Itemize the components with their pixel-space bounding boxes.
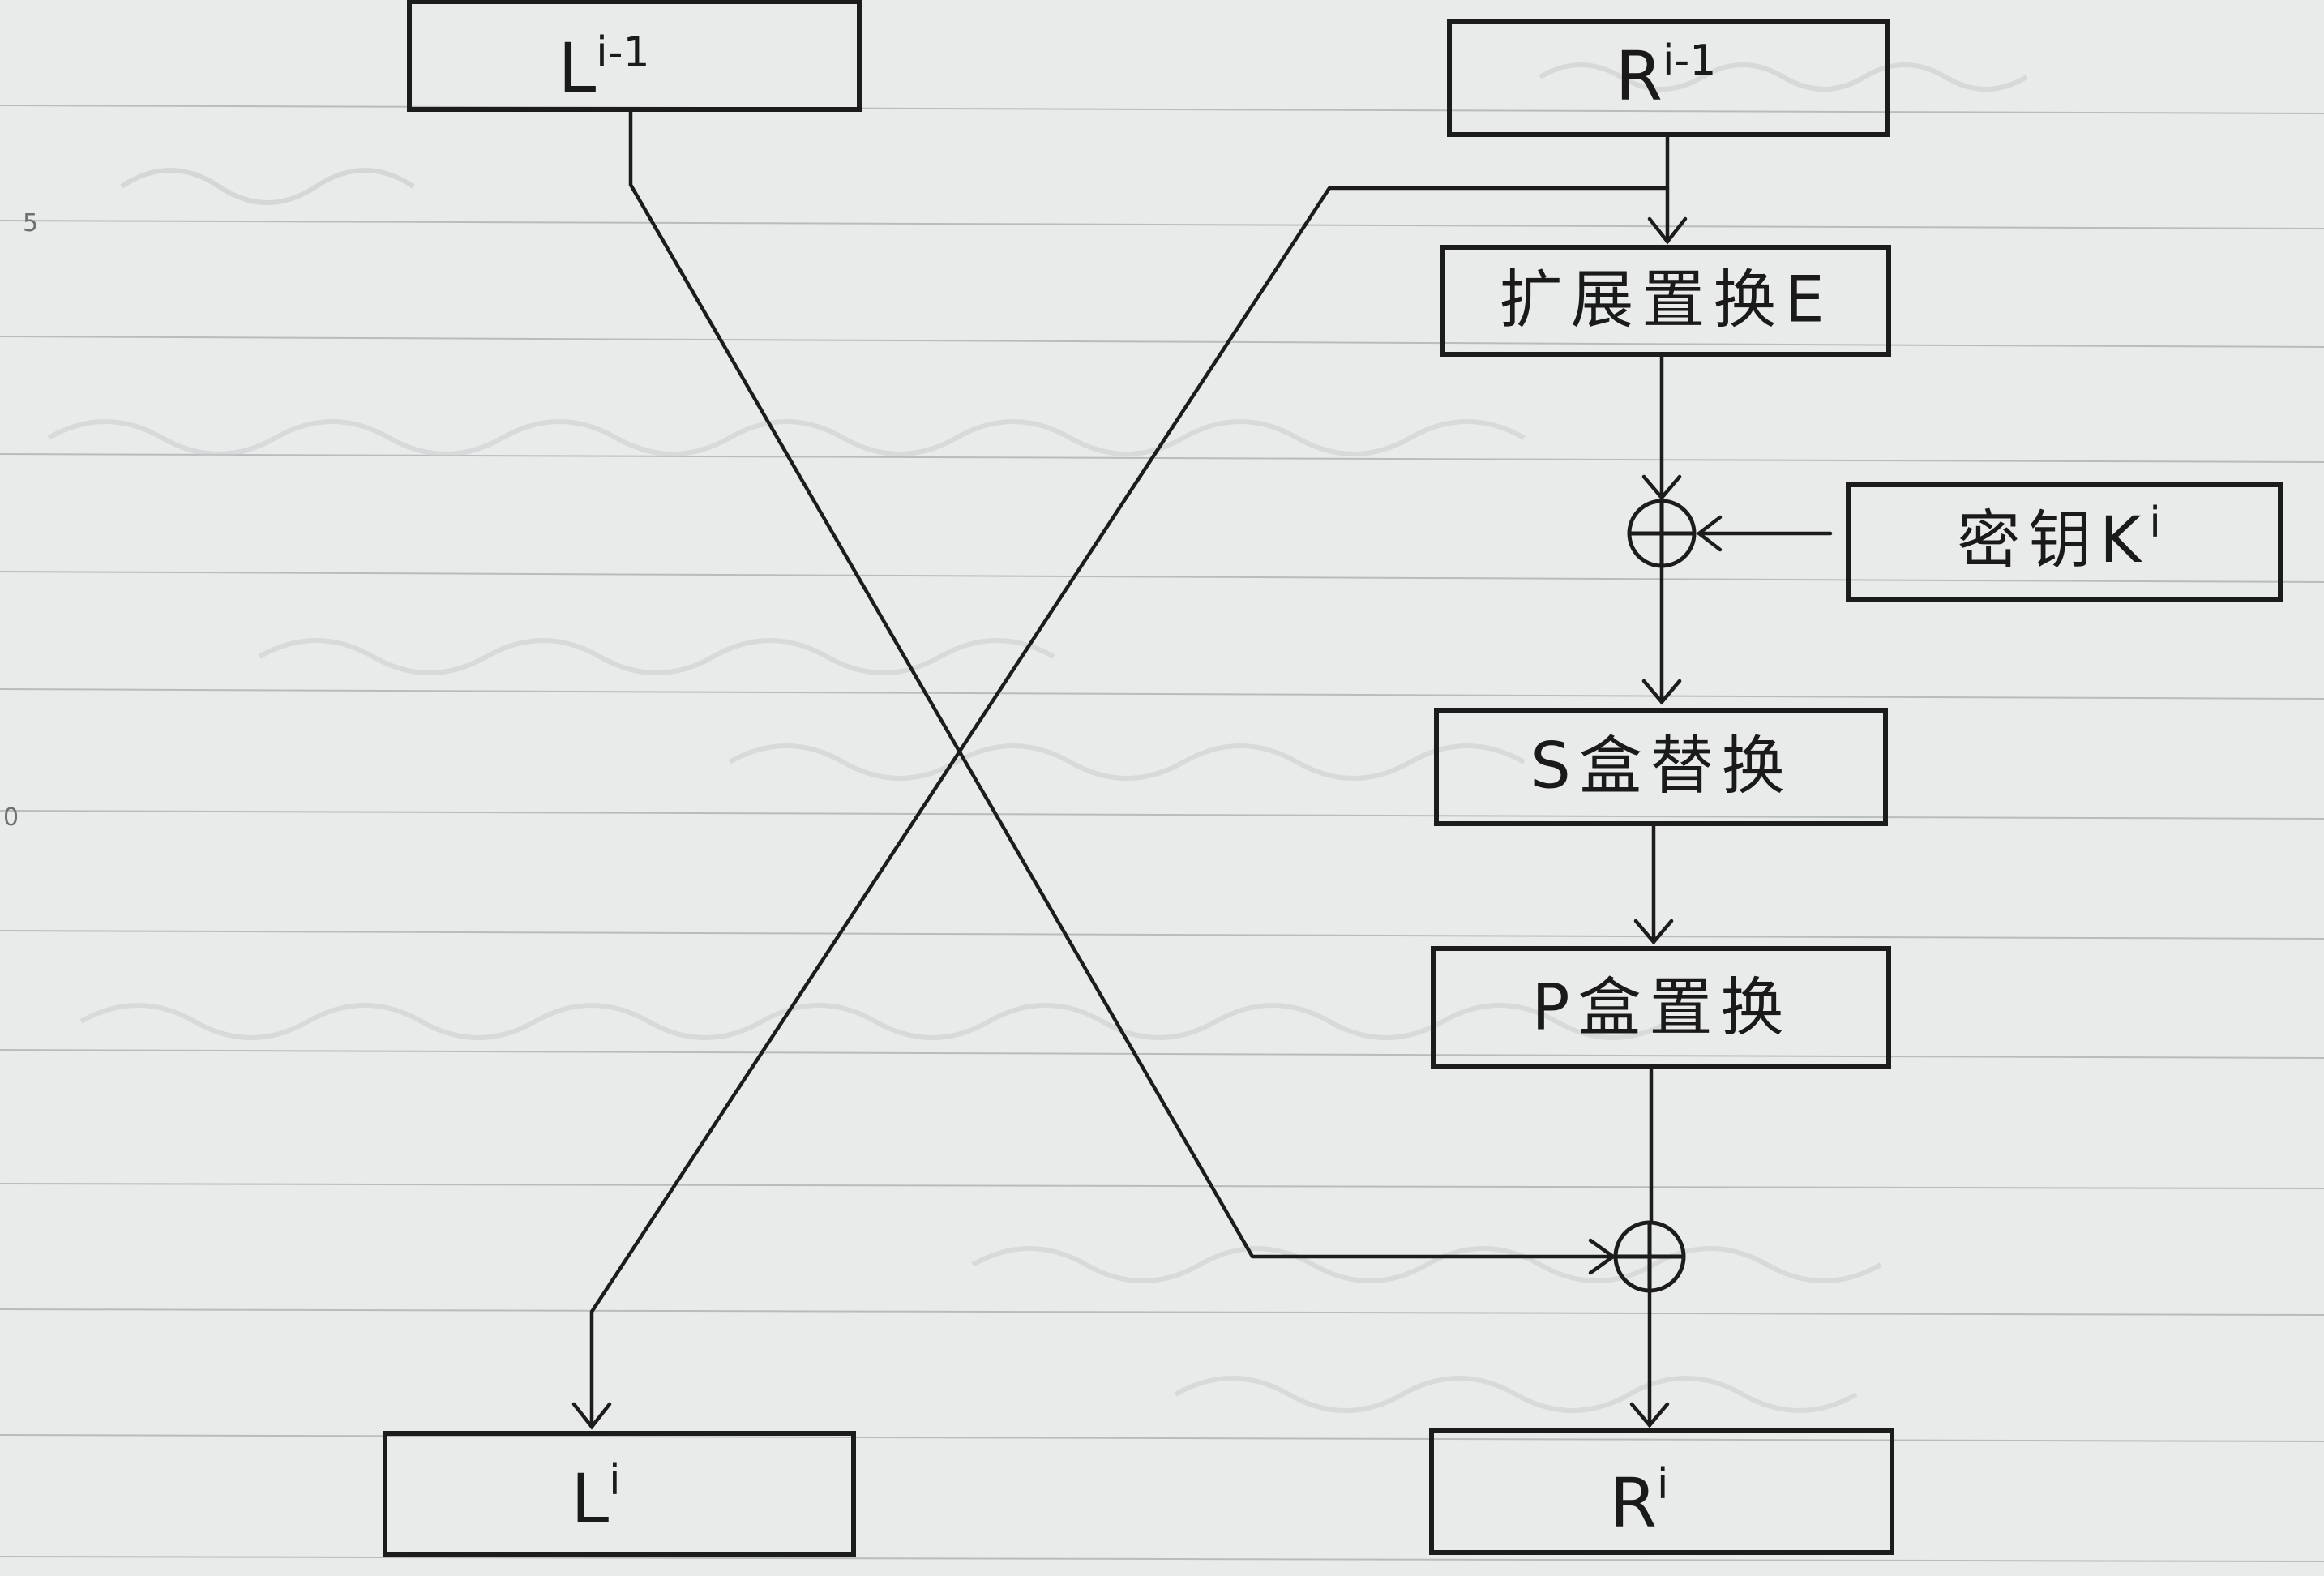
box-subkey-ki: 密钥Ki xyxy=(1846,482,2283,602)
box-s-box: S盒替换 xyxy=(1434,708,1888,826)
xor-symbol-output xyxy=(1613,1220,1686,1293)
arrow-xor-to-rout xyxy=(1629,1290,1670,1428)
box-r-prev-label: Ri-1 xyxy=(1616,36,1717,116)
box-l-prev-label: Li-1 xyxy=(558,28,649,108)
margin-mark-0: 0 xyxy=(3,803,19,832)
box-expansion-e: 扩展置换E xyxy=(1440,245,1891,357)
show-through-scribbles xyxy=(47,62,2028,1413)
box-r-out-label: Ri xyxy=(1610,1460,1669,1543)
arrow-lprev-to-xor xyxy=(628,107,1616,1275)
box-p-box: P盒置换 xyxy=(1431,946,1891,1069)
arrow-sbox-to-pbox xyxy=(1633,821,1674,945)
arrow-xor-to-sbox xyxy=(1641,565,1682,705)
box-r-prev: Ri-1 xyxy=(1447,19,1890,137)
box-l-out-label: Li xyxy=(571,1456,620,1539)
box-subkey-ki-label: 密钥Ki xyxy=(1957,499,2169,577)
box-p-box-label: P盒置换 xyxy=(1531,971,1791,1044)
box-l-out: Li xyxy=(383,1431,856,1557)
notebook-rules xyxy=(0,105,2324,1562)
box-l-prev: Li-1 xyxy=(407,0,862,112)
arrow-rprev-to-lout xyxy=(571,186,1670,1430)
margin-mark-5: 5 xyxy=(23,209,38,238)
xor-symbol-subkey xyxy=(1627,499,1697,568)
box-expansion-e-label: 扩展置换E xyxy=(1499,263,1832,336)
arrow-subkey-to-xor xyxy=(1696,515,1833,552)
box-r-out: Ri xyxy=(1429,1428,1894,1555)
box-s-box-label: S盒替换 xyxy=(1530,730,1793,803)
arrow-expansion-to-xor xyxy=(1641,352,1682,501)
